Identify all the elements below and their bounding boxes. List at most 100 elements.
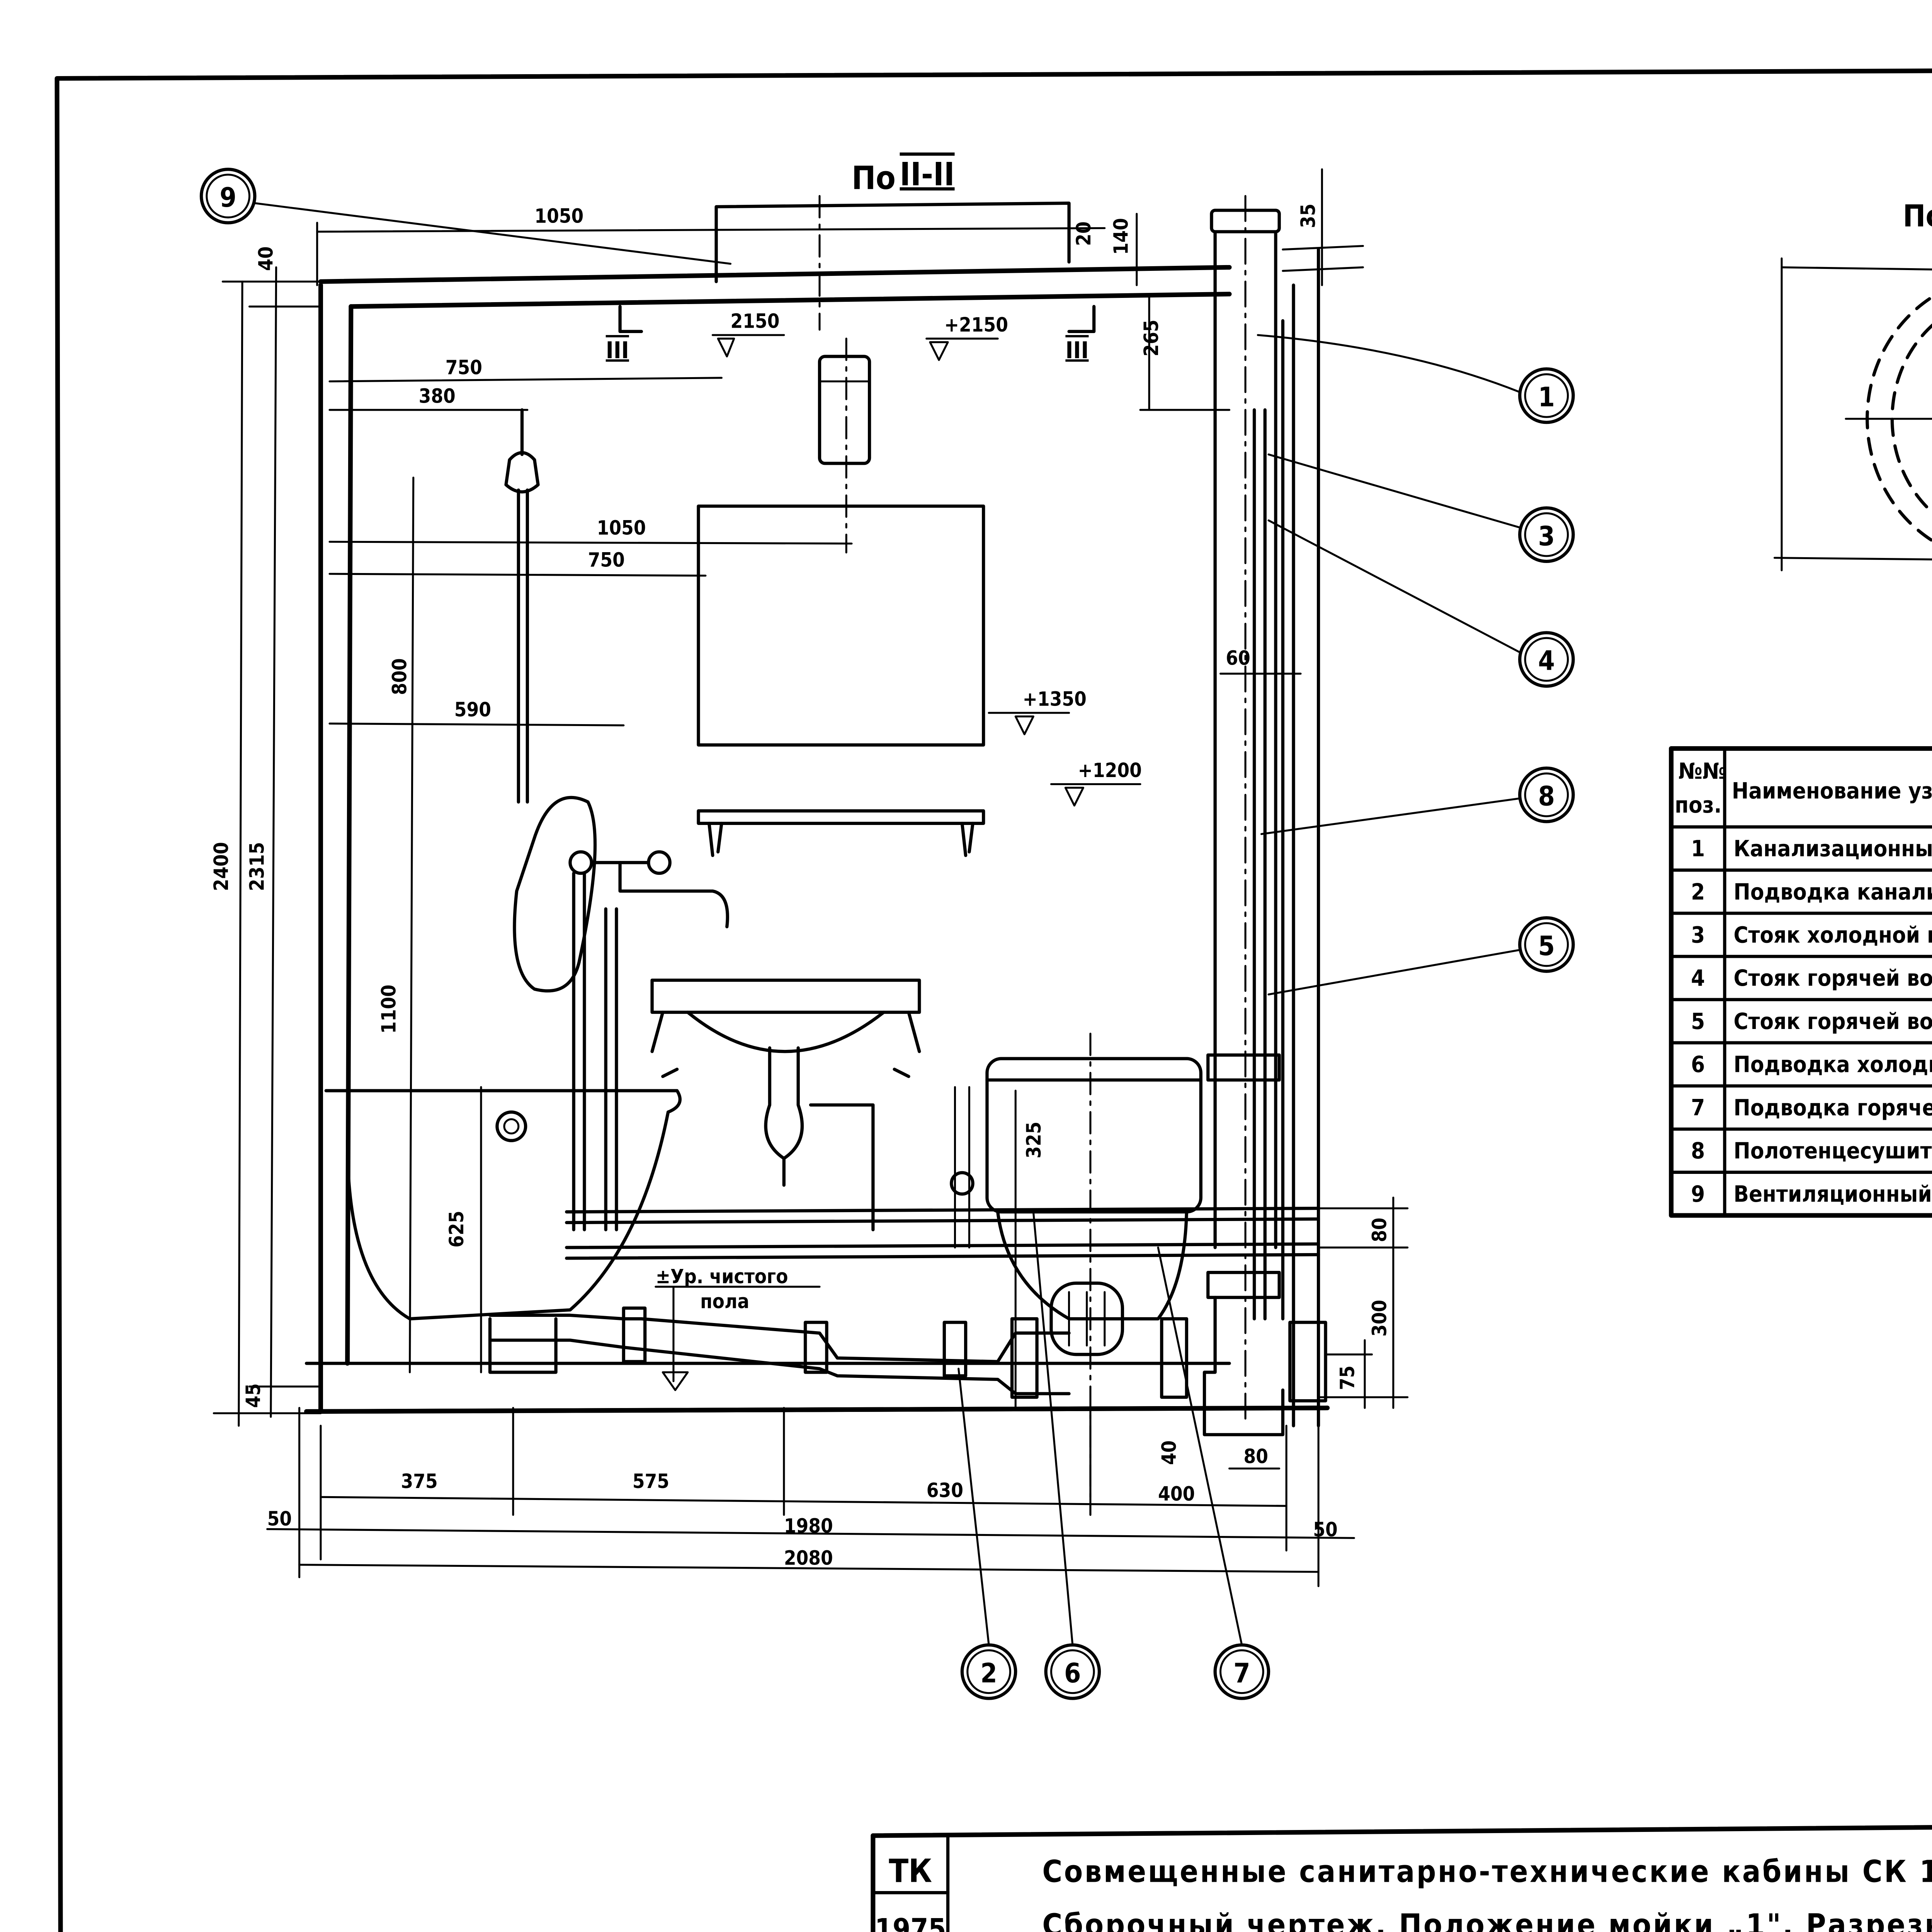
callout-6-text: 6 xyxy=(1064,1658,1081,1689)
col-num-header-2: поз. xyxy=(1675,792,1721,818)
section-title-prefix: По xyxy=(852,159,896,197)
title-block: ТК 1975 Совмещенные санитарно-технически… xyxy=(871,1825,1932,1932)
cell-name: Вентиляционный патрубок xyxy=(1733,1181,1932,1207)
floor-level-label-2: пола xyxy=(700,1290,749,1313)
cell-num: 9 xyxy=(1691,1181,1705,1207)
floor-level-label-1: ±Ур. чистого xyxy=(656,1265,788,1288)
dim-375: 375 xyxy=(401,1470,437,1493)
cell-num: 2 xyxy=(1691,879,1705,905)
cell-num: 6 xyxy=(1691,1051,1705,1078)
dim-800: 800 xyxy=(388,658,411,695)
bathtub xyxy=(324,1089,682,1321)
cut-mark-right: III xyxy=(1065,337,1088,364)
dim-40-left: 40 xyxy=(254,247,277,271)
callout-1: 1 xyxy=(1257,334,1575,424)
table-row: 8Полотенцесушитель163163 xyxy=(1669,1127,1932,1164)
title-line-2: Сборочный чертеж. Положение мойки „1". Р… xyxy=(1042,1908,1932,1932)
dim-50-left: 50 xyxy=(267,1507,292,1530)
dim-590: 590 xyxy=(454,698,491,721)
dim-300: 300 xyxy=(1368,1300,1391,1337)
callout-1-text: 1 xyxy=(1538,382,1555,413)
callout-3-text: 3 xyxy=(1538,521,1555,552)
dim-2400: 2400 xyxy=(210,842,233,891)
dim-75: 75 xyxy=(1336,1366,1359,1390)
cell-num: 8 xyxy=(1691,1138,1705,1164)
cabin-walls xyxy=(304,248,1330,1427)
section-III-prefix: По xyxy=(1903,199,1932,234)
callout-4-text: 4 xyxy=(1538,646,1555,677)
mirror-cabinet xyxy=(818,337,871,554)
cell-name: Подводка холодной воды xyxy=(1733,1051,1932,1078)
dim-265: 265 xyxy=(1140,320,1163,356)
callout-8-text: 8 xyxy=(1538,781,1555,812)
drain-pipe xyxy=(488,1306,1189,1399)
cell-name: Полотенцесушитель xyxy=(1733,1138,1932,1164)
dim-45-left: 45 xyxy=(242,1383,265,1408)
callout-9-text: 9 xyxy=(220,182,236,213)
dim-1050-top: 1050 xyxy=(534,205,583,228)
dim-575: 575 xyxy=(633,1470,669,1493)
risers: 265 60 xyxy=(1139,195,1327,1437)
dimension-top: 1050 20 140 35 xyxy=(316,168,1364,286)
ceiling-vent-box xyxy=(714,195,1071,331)
cell-name: Стояк горячей воды (верхняя часть) xyxy=(1733,965,1932,991)
dim-750-top: 750 xyxy=(446,356,482,379)
col-name-header: Наименование узлов трубопроводов xyxy=(1732,777,1932,804)
dim-1980: 1980 xyxy=(784,1515,833,1537)
dim-80-bottom: 80 xyxy=(1243,1445,1268,1468)
cell-num: 7 xyxy=(1691,1094,1705,1121)
dim-1050-mid: 1050 xyxy=(597,517,646,539)
callout-2-text: 2 xyxy=(980,1658,997,1689)
dim-60: 60 xyxy=(1226,646,1250,669)
water-supply-lines xyxy=(565,1086,1320,1260)
floor-level-mark: ±Ур. чистого пола xyxy=(655,1265,821,1391)
callout-7: 7 xyxy=(1157,1247,1270,1700)
cell-num: 1 xyxy=(1691,835,1705,862)
dim-80-right: 80 xyxy=(1368,1218,1391,1242)
callout-2: 2 xyxy=(957,1367,1017,1700)
section-title-label: II-II xyxy=(900,156,955,193)
cell-num: 3 xyxy=(1691,922,1705,948)
callout-9-main: 9 xyxy=(199,168,732,265)
dim-2315: 2315 xyxy=(245,842,268,891)
dim-1100: 1100 xyxy=(378,985,400,1034)
dim-400: 400 xyxy=(1158,1483,1195,1505)
sheet-frame xyxy=(54,68,1932,1932)
dim-750-mid: 750 xyxy=(588,549,625,571)
cell-name: Стояк горячей воды (нижняя часть) xyxy=(1733,1008,1932,1034)
dim-20: 20 xyxy=(1072,221,1095,246)
shower xyxy=(504,408,597,993)
dim-2080: 2080 xyxy=(784,1547,833,1570)
dim-35: 35 xyxy=(1297,204,1320,228)
callout-5: 5 xyxy=(1267,916,1575,996)
dim-380: 380 xyxy=(419,384,456,407)
dim-50-right: 50 xyxy=(1313,1518,1337,1541)
shelf xyxy=(697,809,985,857)
year: 1975 xyxy=(875,1913,946,1932)
elevation-2150: 2150 xyxy=(730,310,779,333)
callout-7-text: 7 xyxy=(1233,1658,1250,1689)
pipeline-nodes-table: №№ поз. Наименование узлов трубопроводов… xyxy=(1669,746,1932,1218)
callout-6: 6 xyxy=(1032,1211,1101,1700)
dim-630: 630 xyxy=(927,1479,963,1502)
dimension-right-lower: 80 300 75 40 80 400 xyxy=(1158,1196,1409,1505)
dim-325: 325 xyxy=(1022,1122,1045,1158)
elevation-plus-1200: +1200 xyxy=(1078,759,1142,782)
washbasin xyxy=(650,978,921,1231)
elevation-plus-1350: +1350 xyxy=(1023,687,1087,710)
title-line-1: Совмещенные санитарно-технические кабины… xyxy=(1042,1854,1932,1889)
cut-marks: III III 2150 +2150 xyxy=(606,305,1096,364)
cut-mark-left: III xyxy=(606,337,629,364)
mirror xyxy=(697,504,985,747)
section-II-title: По II-II xyxy=(852,156,955,197)
col-num-header-1: №№ xyxy=(1679,758,1727,784)
cell-num: 5 xyxy=(1691,1008,1705,1034)
callout-3: 3 xyxy=(1267,453,1575,563)
